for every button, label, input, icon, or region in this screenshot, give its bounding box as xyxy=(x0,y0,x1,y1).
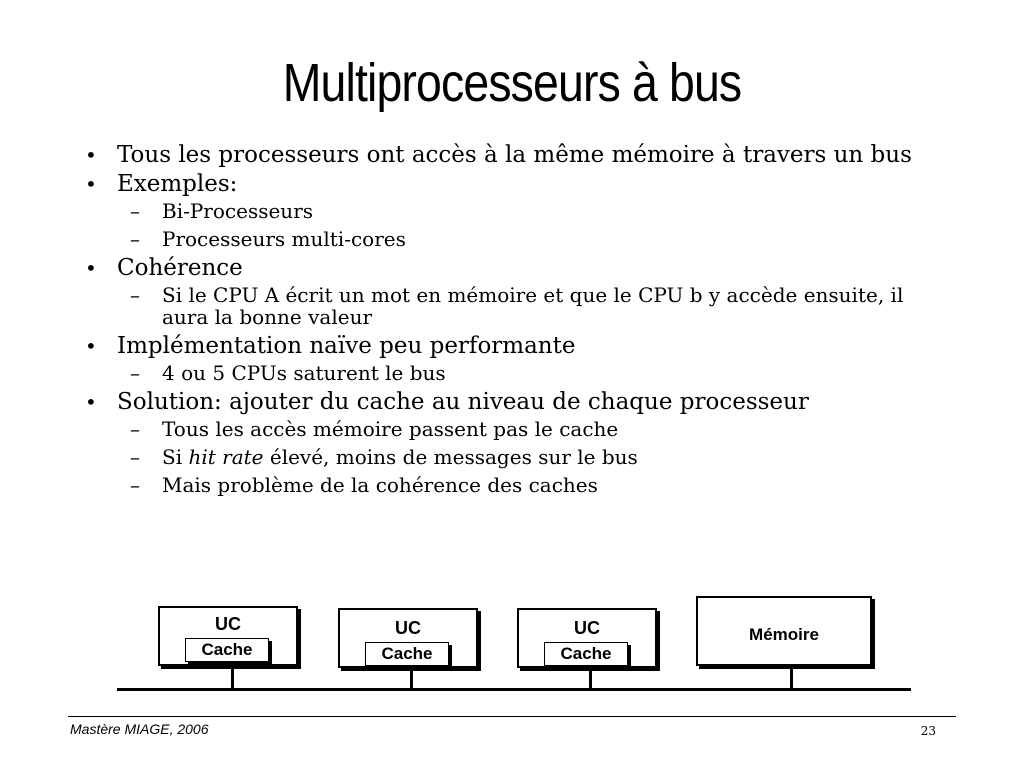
sub-bullet-item: – Si hit rate élevé, moins de messages s… xyxy=(85,446,945,468)
bullet-text: Tous les processeurs ont accès à la même… xyxy=(117,142,912,168)
sub-bullet-item: – Mais problème de la cohérence des cach… xyxy=(85,474,945,496)
processor-box: UC Cache xyxy=(517,608,657,668)
cache-box: Cache xyxy=(185,638,269,662)
sub-bullet-text: 4 ou 5 CPUs saturent le bus xyxy=(162,361,446,385)
sub-bullet-emphasis: hit rate xyxy=(188,445,264,469)
sub-bullet-text: Mais problème de la cohérence des caches xyxy=(162,473,598,497)
dash-marker: – xyxy=(130,473,140,497)
sub-bullet-item: – Tous les accès mémoire passent pas le … xyxy=(85,418,945,440)
dash-marker: – xyxy=(130,283,140,307)
bullet-item: • Exemples: xyxy=(85,172,945,196)
dash-marker: – xyxy=(130,417,140,441)
dash-marker: – xyxy=(130,361,140,385)
system-bus-line xyxy=(117,688,911,691)
dash-marker: – xyxy=(130,199,140,223)
processor-label: UC xyxy=(574,618,600,638)
bus-connector xyxy=(589,666,592,689)
page-number: 23 xyxy=(920,724,936,738)
footer-caption: Mastère MIAGE, 2006 xyxy=(70,721,209,737)
sub-bullet-item: – 4 ou 5 CPUs saturent le bus xyxy=(85,362,945,384)
cache-box: Cache xyxy=(365,642,449,666)
bus-connector xyxy=(231,664,234,689)
footer-divider xyxy=(68,716,956,717)
bullet-marker: • xyxy=(85,334,97,358)
memory-box: Mémoire xyxy=(696,596,872,666)
processor-box: UC Cache xyxy=(158,606,298,666)
bus-connector xyxy=(410,666,413,689)
bullet-item: • Cohérence xyxy=(85,256,945,280)
bullet-marker: • xyxy=(85,172,97,196)
processor-label: UC xyxy=(215,614,241,634)
processor-label: UC xyxy=(395,618,421,638)
processor-box: UC Cache xyxy=(338,608,478,668)
bullet-marker: • xyxy=(85,256,97,280)
dash-marker: – xyxy=(130,445,140,469)
sub-bullet-item: – Processeurs multi-cores xyxy=(85,228,945,250)
cache-box: Cache xyxy=(544,642,628,666)
sub-bullet-text: Processeurs multi-cores xyxy=(162,227,406,251)
bullet-text: Cohérence xyxy=(117,255,243,281)
dash-marker: – xyxy=(130,227,140,251)
sub-bullet-text-prefix: Si xyxy=(162,445,189,469)
bullet-text: Exemples: xyxy=(117,171,238,197)
bullet-text: Implémentation naïve peu performante xyxy=(117,333,576,359)
bullet-list: • Tous les processeurs ont accès à la mê… xyxy=(85,143,945,502)
bullet-item: • Tous les processeurs ont accès à la mê… xyxy=(85,143,945,167)
bullet-item: • Solution: ajouter du cache au niveau d… xyxy=(85,390,945,414)
bullet-text: Solution: ajouter du cache au niveau de … xyxy=(117,389,809,415)
sub-bullet-text-suffix: élevé, moins de messages sur le bus xyxy=(263,445,638,469)
sub-bullet-item: – Bi-Processeurs xyxy=(85,200,945,222)
slide-title: Multiprocesseurs à bus xyxy=(282,53,742,113)
bullet-item: • Implémentation naïve peu performante xyxy=(85,334,945,358)
bus-connector xyxy=(790,664,793,689)
sub-bullet-text: Si le CPU A écrit un mot en mémoire et q… xyxy=(162,283,904,329)
sub-bullet-text: Bi-Processeurs xyxy=(162,199,314,223)
bullet-marker: • xyxy=(85,143,97,167)
sub-bullet-item: – Si le CPU A écrit un mot en mémoire et… xyxy=(85,284,945,328)
memory-label: Mémoire xyxy=(749,625,819,644)
bullet-marker: • xyxy=(85,390,97,414)
sub-bullet-text: Tous les accès mémoire passent pas le ca… xyxy=(162,417,619,441)
